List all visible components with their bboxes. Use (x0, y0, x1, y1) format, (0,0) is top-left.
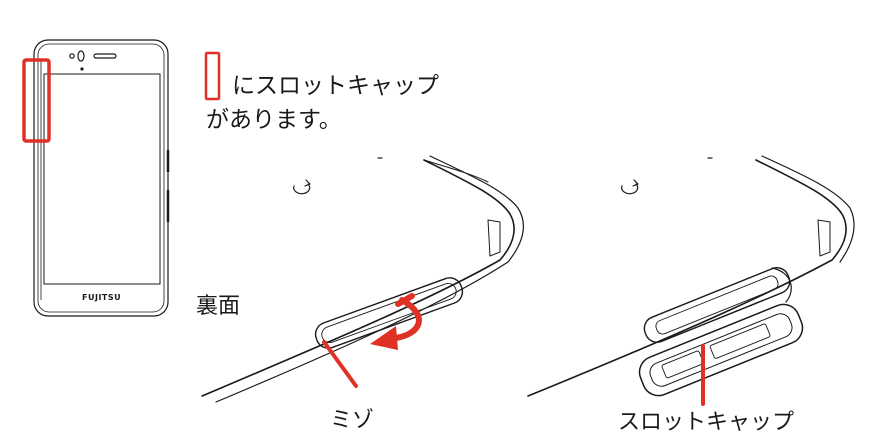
slot-cap-closed (314, 277, 464, 349)
frame-corner-detail-2 (817, 219, 831, 257)
phone-frame-edge-outer (201, 159, 515, 397)
phone-frame-edge-line (423, 159, 489, 183)
slot-cap-instruction-line1: にスロットキャップ (232, 73, 439, 99)
phone-body (33, 39, 169, 317)
slot-cap-open (638, 303, 804, 397)
groove-label: ミゾ (330, 408, 375, 433)
slot-cap-closed-inner (321, 283, 457, 343)
open-direction-arrow (393, 297, 422, 341)
slot-cap-hinge (771, 267, 792, 303)
proximity-sensor-icon (77, 50, 85, 62)
phone-screen (43, 73, 161, 285)
card-slot-opening (643, 267, 791, 343)
closeup-closed-illustration (201, 155, 525, 403)
slot-cap-instruction-line2: があります。 (206, 107, 342, 133)
phone-frame-edge-outer-2 (527, 159, 847, 397)
sync-icon (293, 179, 311, 195)
slot-cap-open-inner (649, 313, 793, 387)
card-slot-opening-inner (655, 275, 779, 335)
phone-frame-edge-inner (215, 155, 525, 403)
closeup-open-illustration (527, 155, 855, 406)
open-direction-arrowhead (370, 326, 398, 350)
phone-brand-logo: FUJITSU (82, 293, 122, 302)
frame-corner-detail (487, 219, 501, 257)
slot-cap-label: スロットキャップ (618, 410, 795, 435)
microsd-tray (709, 323, 771, 359)
sync-icon-2 (621, 179, 639, 195)
back-side-label: 裏面 (196, 294, 241, 319)
slot-location-highlight (22, 58, 51, 143)
phone-front-illustration (33, 39, 170, 317)
earpiece-speaker (93, 53, 117, 59)
phone-inner-edge (37, 43, 165, 313)
phone-frame-edge-inner-2 (761, 155, 855, 263)
front-notification-led (80, 67, 84, 71)
front-camera-icon (69, 53, 75, 59)
nano-sim-tray (661, 350, 704, 379)
open-direction-arrow-tail (395, 293, 415, 307)
highlight-legend-box (204, 51, 221, 101)
groove-pointer-line (322, 340, 358, 388)
